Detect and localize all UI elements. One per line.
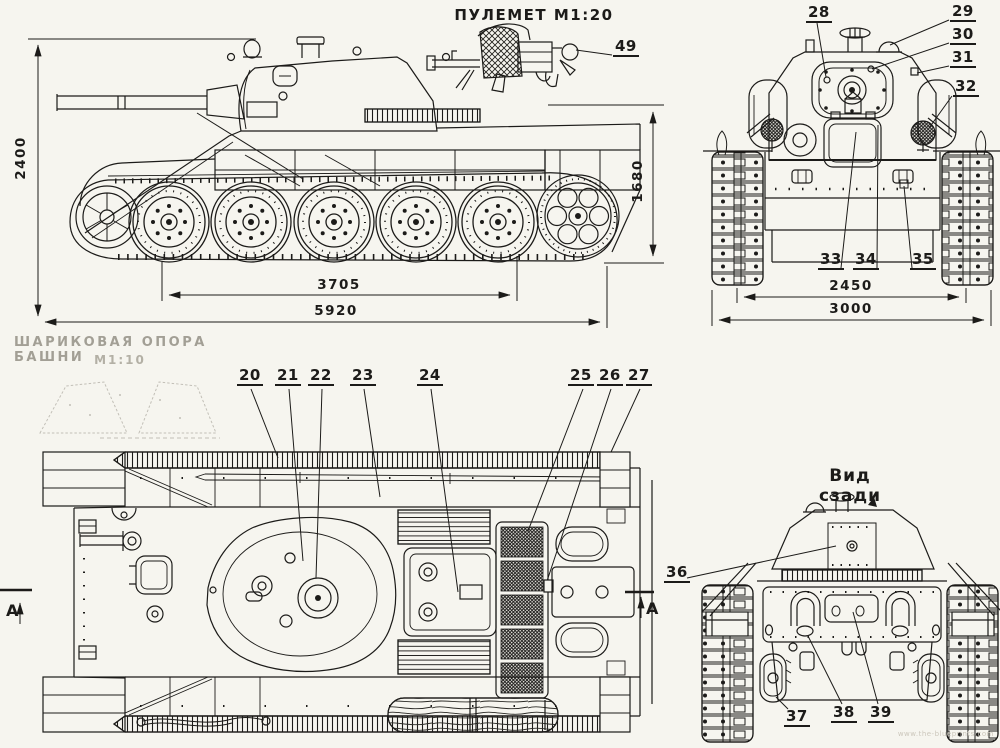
plan-view-drawing <box>0 388 654 733</box>
right-exhaust <box>885 590 916 626</box>
road-wheel <box>128 181 210 263</box>
right-final-drive <box>917 653 945 703</box>
road-wheel <box>457 181 539 263</box>
watermark: www.the-blueprints.com <box>897 730 994 738</box>
turret-bearing-sketch <box>39 381 220 439</box>
turret-bearing-note-title: ШАРИКОВАЯ ОПОРА БАШНИ <box>14 335 207 365</box>
callout-25: 25 <box>568 366 594 386</box>
side-view-drawing <box>28 36 664 328</box>
rear-right-track <box>946 584 999 743</box>
front-view-leader-lines <box>816 19 953 269</box>
commander-cupola <box>297 577 339 619</box>
callout-39: 39 <box>868 703 894 723</box>
callout-22: 22 <box>308 366 334 386</box>
callout-32: 32 <box>953 77 979 97</box>
dim-overall-width: 3000 <box>829 301 873 317</box>
callout-26: 26 <box>597 366 623 386</box>
callout-20: 20 <box>237 366 263 386</box>
callout-35: 35 <box>910 250 936 270</box>
callout-28: 28 <box>806 3 832 23</box>
headlight-blackout <box>760 118 784 142</box>
mg-callout-leader <box>575 49 613 56</box>
sprocket-wheel <box>536 174 620 258</box>
callout-34: 34 <box>853 250 879 270</box>
side-rib-rail <box>364 108 481 123</box>
front-left-bin <box>748 79 788 149</box>
callout-24: 24 <box>417 366 443 386</box>
plan-driver-hatch <box>135 555 173 595</box>
road-wheel <box>210 181 292 263</box>
idler-wheel <box>75 185 139 249</box>
front-dome <box>876 41 902 53</box>
dim-hull-rear-height: 1680 <box>630 159 646 203</box>
dim-overall-length: 5920 <box>314 303 358 319</box>
callout-27: 27 <box>626 366 652 386</box>
rear-turret <box>771 509 935 570</box>
tow-cable <box>142 716 265 727</box>
callout-33: 33 <box>818 250 844 270</box>
callout-21: 21 <box>275 366 301 386</box>
callout-49: 49 <box>613 37 639 57</box>
rear-view-title: Вид сзади <box>818 466 882 506</box>
mg-stock-knob <box>561 43 579 61</box>
road-wheel <box>293 181 375 263</box>
front-view-dimension-lines <box>711 288 992 326</box>
callout-38: 38 <box>831 703 857 723</box>
plan-top-track-band <box>112 451 601 469</box>
section-label-left: А <box>6 601 19 620</box>
callout-30: 30 <box>950 25 976 45</box>
side-view-dimension-lines <box>28 38 664 328</box>
transmission-hatch <box>824 594 879 623</box>
callout-36: 36 <box>664 563 690 583</box>
driver-hatch <box>823 118 882 168</box>
signal-horn <box>910 120 936 146</box>
callout-31: 31 <box>950 48 976 68</box>
unditching-log <box>387 697 559 733</box>
callout-23: 23 <box>350 366 376 386</box>
side-gun-barrel <box>56 94 207 111</box>
front-view-drawing <box>703 19 1000 326</box>
front-mantlet <box>811 61 894 119</box>
plan-turret <box>206 516 397 673</box>
mg-receiver <box>479 26 523 79</box>
left-exhaust <box>790 590 821 626</box>
engine-louvers-top <box>397 509 491 545</box>
rear-rib-rail <box>781 569 923 582</box>
rear-view-drawing <box>686 492 1000 743</box>
callout-29: 29 <box>950 2 976 22</box>
mg-detail-title: ПУЛЕМЕТ М1:20 <box>454 6 614 24</box>
engine-louvers-bottom <box>397 639 491 675</box>
left-final-drive <box>759 653 787 703</box>
section-label-right: А <box>646 599 659 618</box>
front-right-track <box>941 151 994 286</box>
dim-track-base: 3705 <box>317 277 361 293</box>
bow-mg-mount <box>122 531 142 551</box>
front-right-bin <box>917 79 957 149</box>
callout-37: 37 <box>784 707 810 727</box>
mg-detail-drawing <box>426 23 613 93</box>
dim-overall-height: 2400 <box>13 136 29 180</box>
rear-view-leader-lines <box>686 545 879 710</box>
front-left-track <box>711 151 764 286</box>
headlight <box>783 123 817 157</box>
side-periscope-dome <box>243 39 261 59</box>
turret-bearing-note-scale: М1:10 <box>94 353 146 367</box>
dim-track-centers: 2450 <box>829 278 873 294</box>
road-wheel <box>375 181 457 263</box>
rear-left-track <box>701 584 754 743</box>
side-turret-handle <box>272 65 298 87</box>
side-vent-cap <box>296 36 325 45</box>
side-track-outline <box>69 172 618 262</box>
